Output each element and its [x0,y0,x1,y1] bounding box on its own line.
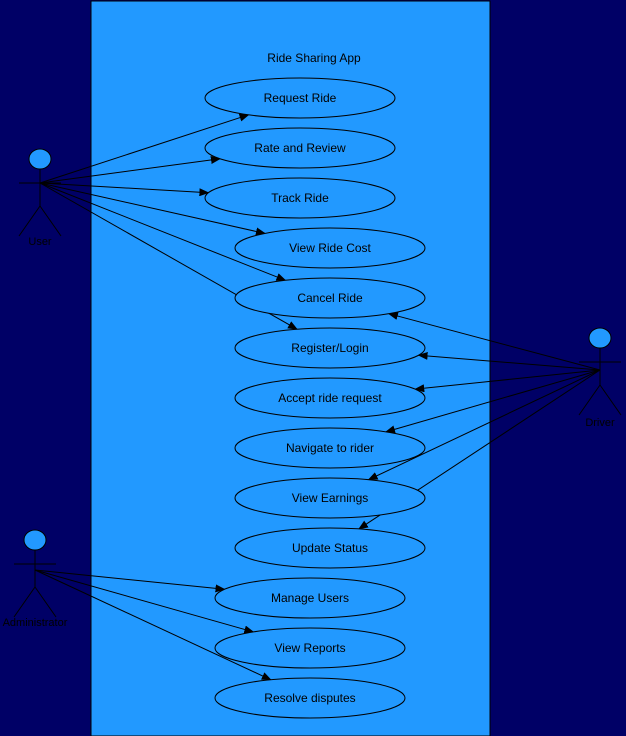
use-case-ellipse [234,427,426,469]
association-user-view-ride-cost [39,182,266,236]
actor-admin[interactable]: Administrator [3,529,68,629]
use-case-ellipse [234,477,426,519]
use-case-label: Navigate to rider [286,441,374,455]
association-driver-cancel-ride [387,312,601,371]
actor-head [588,327,612,349]
actor-stroke [39,205,62,237]
use-case-label: Manage Users [271,591,349,605]
actor-label: Administrator [3,617,68,629]
use-case-label: Register/Login [291,341,368,355]
use-case-ellipse [234,327,426,369]
use-case-ellipse [214,577,406,619]
association-user-cancel-ride [39,182,287,281]
use-case-request-ride[interactable]: Request Ride [204,77,396,119]
use-case-cancel-ride[interactable]: Cancel Ride [234,277,426,319]
association-driver-accept-ride [414,369,601,393]
actor-stroke [13,586,36,618]
use-case-label: View Reports [274,641,345,655]
actor-stroke [599,384,622,416]
actor-stroke [34,586,57,618]
association-user-rate-review [39,156,221,184]
use-case-label: Rate and Review [254,141,346,155]
actor-head [23,529,47,551]
use-case-view-ride-cost[interactable]: View Ride Cost [234,227,426,269]
association-admin-manage-users [34,569,226,593]
use-case-label: Resolve disputes [264,691,355,705]
use-case-ellipse [204,177,396,219]
association-admin-resolve-disputes [34,569,272,681]
use-case-label: Cancel Ride [297,291,363,305]
use-case-ellipse [234,277,426,319]
use-case-rate-review[interactable]: Rate and Review [204,127,396,169]
use-case-ellipse [214,627,406,669]
association-user-request-ride [39,113,250,184]
actor-user[interactable]: User [18,148,62,248]
use-case-ellipse [234,377,426,419]
actor-label: Driver [585,417,615,429]
use-case-ellipse [204,77,396,119]
association-admin-view-reports [34,569,255,634]
use-case-navigate-rider[interactable]: Navigate to rider [234,427,426,469]
use-case-view-reports[interactable]: View Reports [214,627,406,669]
use-case-label: Accept ride request [278,391,382,405]
actor-stroke [578,384,601,416]
association-driver-view-earnings [367,369,601,481]
use-case-ellipse [214,677,406,719]
use-case-ellipse [204,127,396,169]
actor-label: User [28,236,52,248]
associations [34,113,601,681]
use-case-ellipse [234,227,426,269]
use-case-label: View Earnings [292,491,369,505]
use-case-track-ride[interactable]: Track Ride [204,177,396,219]
use-case-label: Update Status [292,541,368,555]
use-case-resolve-disputes[interactable]: Resolve disputes [214,677,406,719]
association-driver-navigate-rider [384,369,601,434]
association-driver-register-login [417,351,601,371]
system-title: Ride Sharing App [267,51,361,65]
actor-driver[interactable]: Driver [578,327,622,429]
association-user-track-ride [39,182,210,197]
use-case-register-login[interactable]: Register/Login [234,327,426,369]
use-case-label: Track Ride [271,191,329,205]
use-case-update-status[interactable]: Update Status [234,527,426,569]
actor-head [28,148,52,170]
use-case-manage-users[interactable]: Manage Users [214,577,406,619]
actor-stroke [18,205,41,237]
use-case-accept-ride[interactable]: Accept ride request [234,377,426,419]
use-case-view-earnings[interactable]: View Earnings [234,477,426,519]
use-case-ellipse [234,527,426,569]
use-case-label: View Ride Cost [289,241,371,255]
use-case-label: Request Ride [264,91,337,105]
